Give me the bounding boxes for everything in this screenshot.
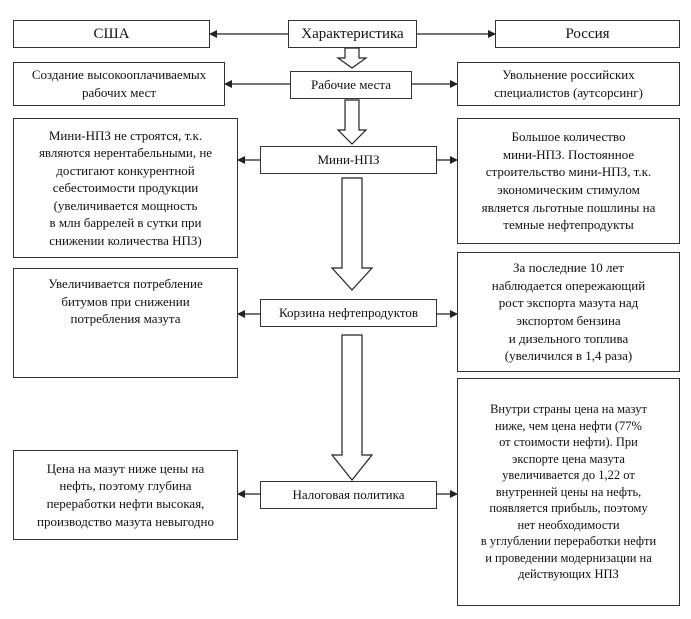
center-mini-refineries: Мини-НПЗ <box>260 146 437 174</box>
usa-product-basket-text: Увеличивается потребление битумов при сн… <box>48 276 203 327</box>
russia-jobs: Увольнение российских специалистов (аутс… <box>457 62 680 106</box>
down-arrow-3 <box>330 177 374 291</box>
characteristic-header: Характеристика <box>288 20 417 48</box>
down-arrow-2 <box>336 99 368 145</box>
usa-jobs: Создание высокооплачиваемых рабочих мест <box>13 62 225 106</box>
center-tax-policy-label: Налоговая политика <box>292 487 405 503</box>
russia-jobs-text: Увольнение российских специалистов (аутс… <box>494 67 643 100</box>
russia-product-basket: За последние 10 лет наблюдается опережаю… <box>457 252 680 372</box>
usa-mini-refineries-text: Мини-НПЗ не строятся, т.к. являются нере… <box>38 127 213 248</box>
russia-product-basket-text: За последние 10 лет наблюдается опережаю… <box>491 260 646 364</box>
characteristic-header-label: Характеристика <box>301 25 404 42</box>
center-tax-policy: Налоговая политика <box>260 481 437 509</box>
russia-header-label: Россия <box>565 25 610 42</box>
usa-tax-policy-text: Цена на мазут ниже цены на нефть, поэтом… <box>36 460 215 529</box>
russia-header: Россия <box>495 20 680 48</box>
usa-header: США <box>13 20 210 48</box>
russia-tax-policy-text: Внутри страны цена на мазут ниже, чем це… <box>480 402 657 582</box>
usa-jobs-text: Создание высокооплачиваемых рабочих мест <box>31 67 207 100</box>
center-jobs-label: Рабочие места <box>311 77 391 93</box>
down-arrow-1 <box>336 47 368 69</box>
russia-tax-policy: Внутри страны цена на мазут ниже, чем це… <box>457 378 680 606</box>
center-jobs: Рабочие места <box>290 71 412 99</box>
usa-mini-refineries: Мини-НПЗ не строятся, т.к. являются нере… <box>13 118 238 258</box>
center-mini-refineries-label: Мини-НПЗ <box>317 152 380 168</box>
center-product-basket: Корзина нефтепродуктов <box>260 299 437 327</box>
usa-product-basket: Увеличивается потребление битумов при сн… <box>13 268 238 378</box>
center-product-basket-label: Корзина нефтепродуктов <box>278 305 418 321</box>
russia-mini-refineries-text: Большое количество мини-НПЗ. Постоянное … <box>481 129 656 233</box>
russia-mini-refineries: Большое количество мини-НПЗ. Постоянное … <box>457 118 680 244</box>
down-arrow-4 <box>330 334 374 481</box>
usa-header-label: США <box>93 25 130 42</box>
usa-tax-policy: Цена на мазут ниже цены на нефть, поэтом… <box>13 450 238 540</box>
